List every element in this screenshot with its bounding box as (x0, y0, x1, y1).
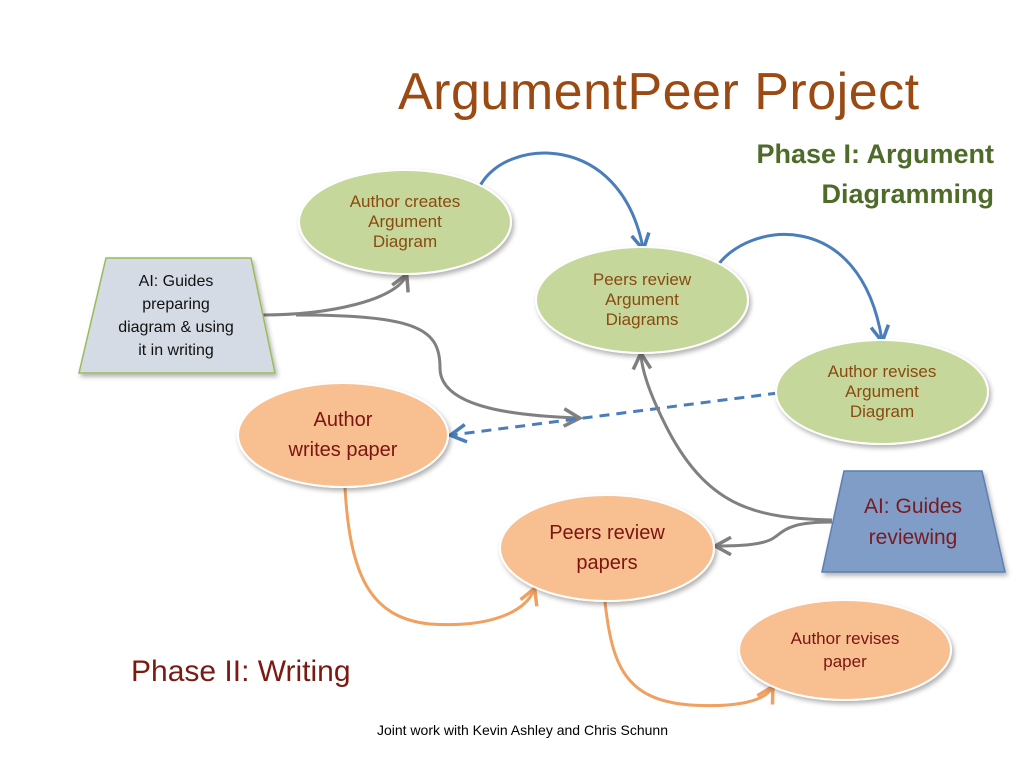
phase-one-line1: Phase I: Argument (756, 139, 994, 169)
node-ai-guides-preparing (78, 257, 276, 374)
arrow-ai1-to-creates (261, 276, 406, 317)
node-author-writes-paper (237, 382, 449, 488)
arrow-peers-review-to-revises (714, 233, 882, 340)
arrow-ai1-to-paper-link (295, 313, 578, 418)
node-peers-review-diagrams (535, 246, 749, 354)
arrow-creates-to-peers-review (478, 151, 643, 248)
node-author-revises-paper (738, 599, 952, 701)
node-author-creates-diagram (298, 169, 512, 275)
node-author-revises-diagram (775, 339, 989, 445)
footer-credit: Joint work with Kevin Ashley and Chris S… (376, 722, 669, 738)
arrow-ai2-to-peers-review-papers (717, 520, 833, 546)
arrow-peers-review-papers-to-revises-paper (603, 601, 772, 708)
slide-title: ArgumentPeer Project (398, 63, 920, 121)
phase-two-heading: Phase II: Writing (131, 655, 351, 688)
arrow-writes-to-peers-review-papers (343, 487, 534, 627)
node-peers-review-papers (499, 494, 715, 602)
arrow-revises-diagram-to-writes-paper (452, 391, 779, 435)
arrow-ai2-to-peers-review-diagrams (641, 355, 833, 522)
node-ai-guides-reviewing (821, 470, 1006, 573)
phase-one-line2: Diagramming (821, 179, 994, 209)
phase-one-heading: Phase I: Argument Diagramming (694, 134, 994, 214)
